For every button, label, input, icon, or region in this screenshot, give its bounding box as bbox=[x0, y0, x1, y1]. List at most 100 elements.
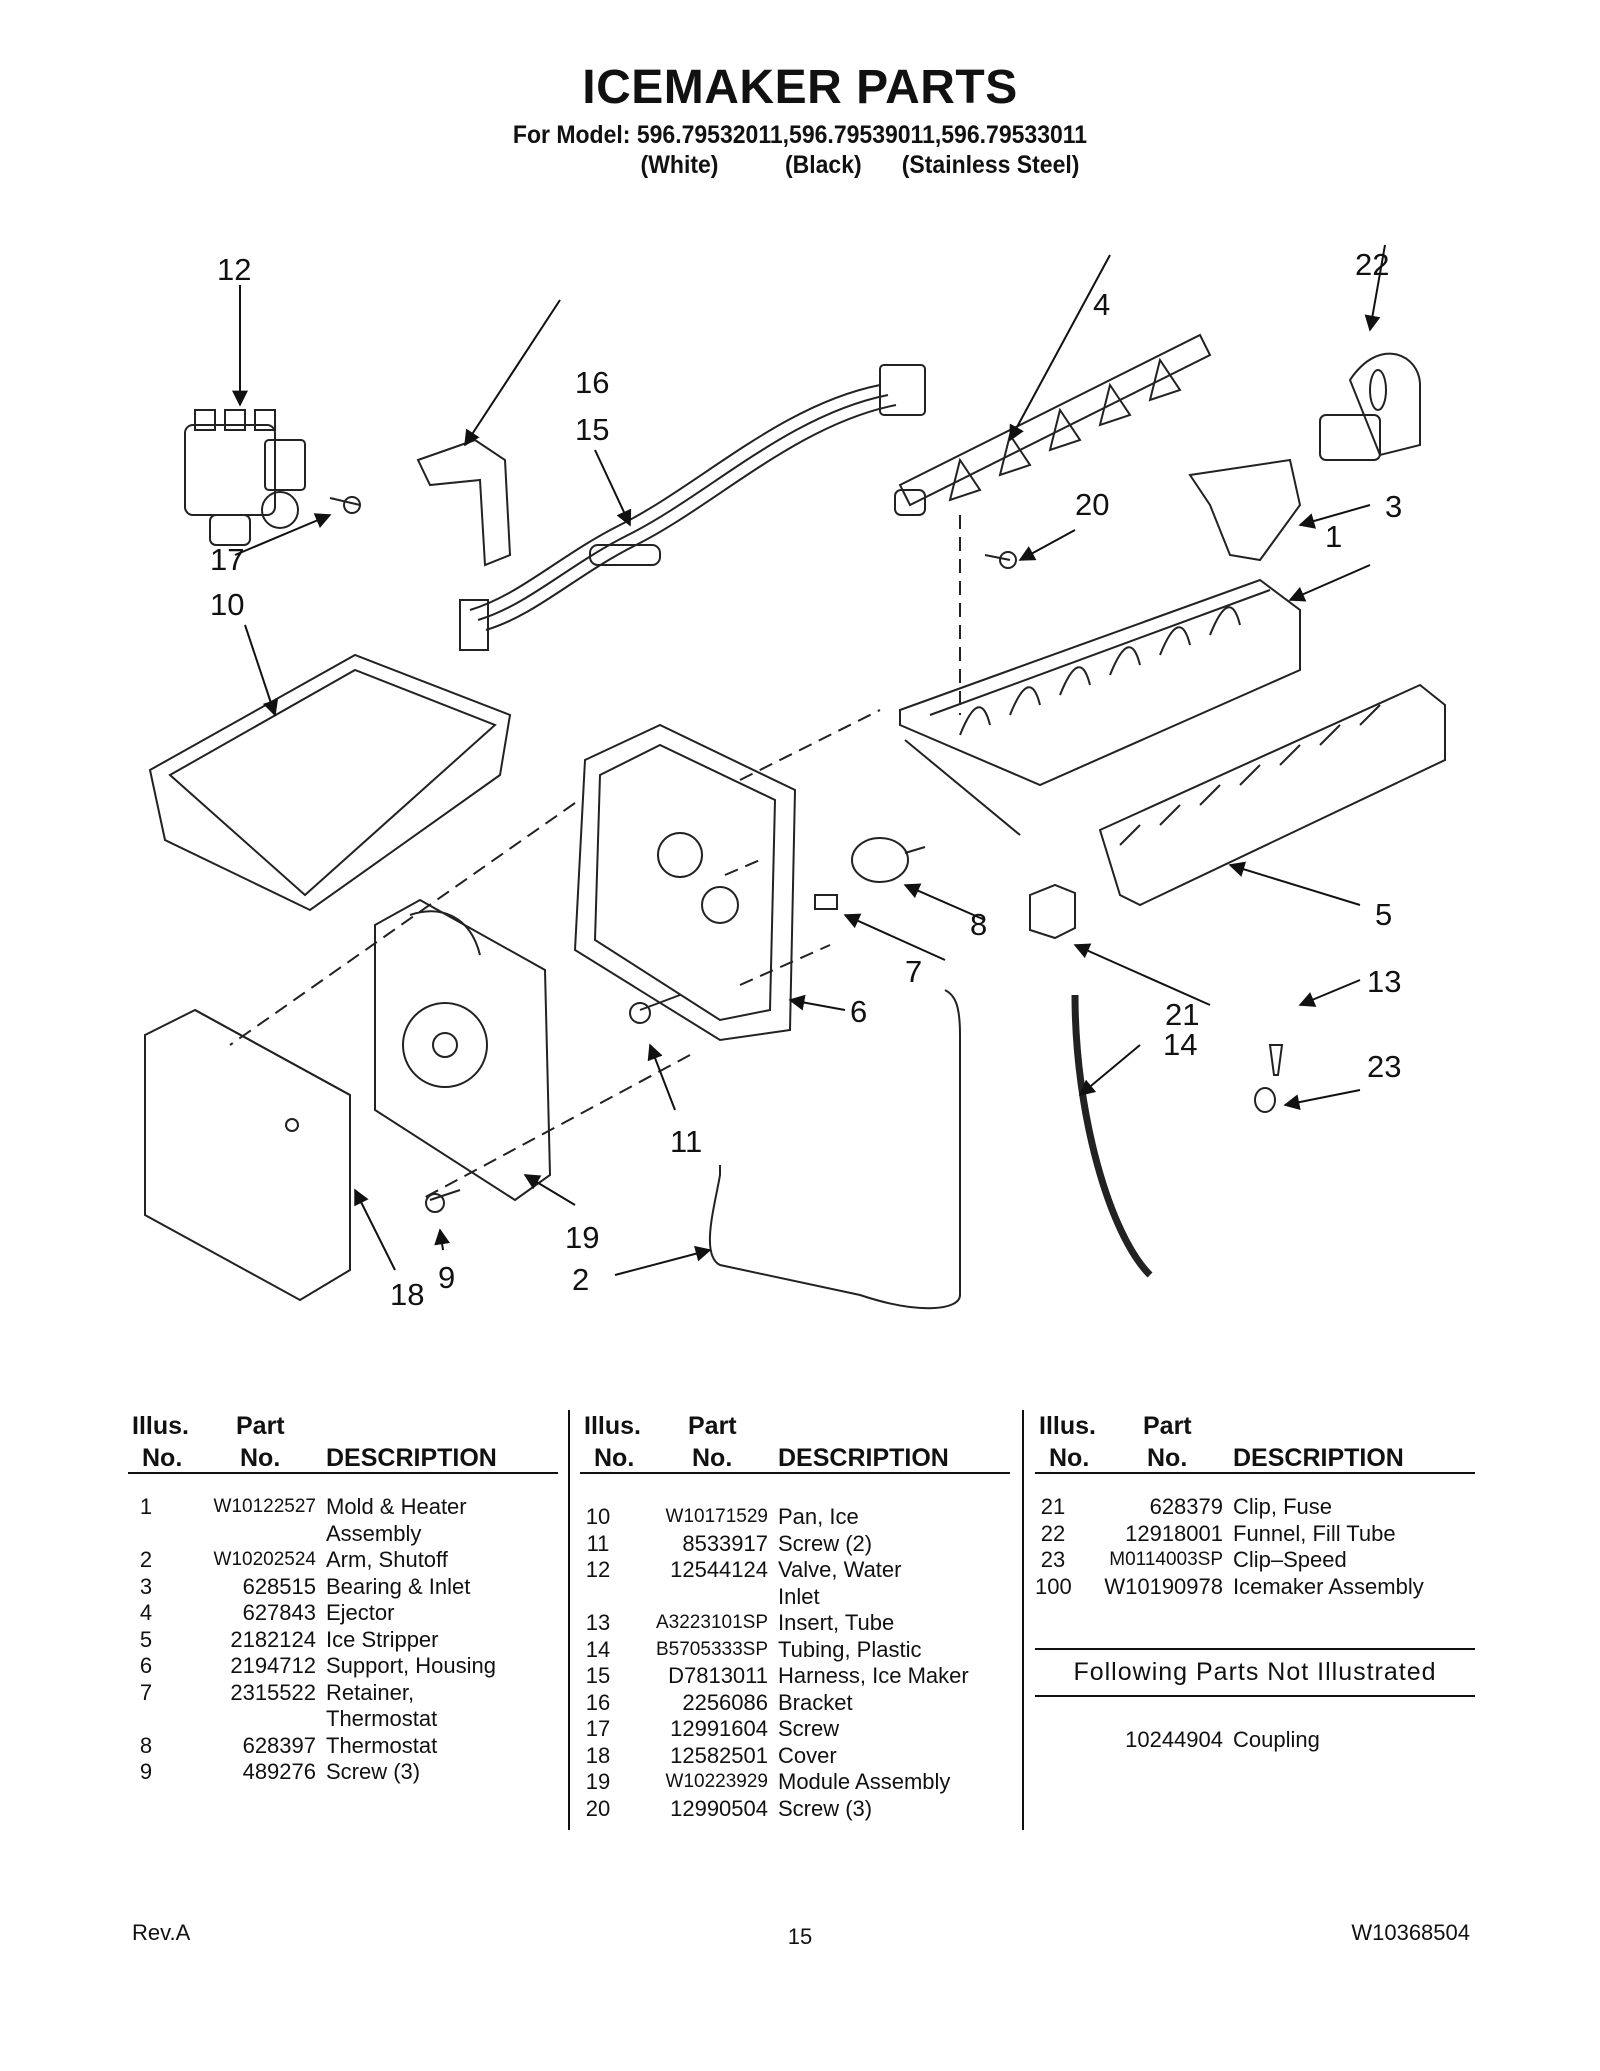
part-no: 10244904 bbox=[1125, 1727, 1223, 1752]
part-no: 628379 bbox=[1149, 1494, 1223, 1519]
callout-5: 5 bbox=[1375, 897, 1392, 932]
header-description: DESCRIPTION bbox=[326, 1444, 497, 1472]
part-desc: Valve, Water bbox=[778, 1557, 902, 1582]
part-desc: Module Assembly bbox=[778, 1769, 951, 1794]
illus-no: 20 bbox=[585, 1795, 611, 1821]
callout-14: 14 bbox=[1163, 1027, 1197, 1062]
illus-no: 13 bbox=[585, 1610, 611, 1635]
part-row-continued: Thermostat bbox=[128, 1706, 558, 1733]
part-desc: Coupling bbox=[1233, 1727, 1320, 1752]
illus-no: 11 bbox=[586, 1530, 610, 1556]
part-desc: Mold & Heater bbox=[326, 1494, 467, 1519]
part-desc: Insert, Tube bbox=[778, 1610, 895, 1635]
alignment-lines bbox=[229, 515, 961, 1201]
header-illus-no: No. bbox=[142, 1444, 183, 1472]
callout-22: 22 bbox=[1355, 247, 1389, 282]
part-no: 12991604 bbox=[670, 1716, 768, 1741]
not-illustrated-row: 10244904 Coupling bbox=[1035, 1727, 1475, 1755]
part-desc: Ice Stripper bbox=[326, 1626, 439, 1652]
part-desc: Cover bbox=[778, 1742, 837, 1768]
illus-no: 5 bbox=[139, 1626, 153, 1652]
module-assembly-drawing bbox=[374, 898, 552, 1202]
callout-23: 23 bbox=[1367, 1049, 1401, 1084]
part-desc: Inlet bbox=[778, 1583, 820, 1609]
illus-no: 16 bbox=[585, 1689, 611, 1715]
part-desc: Funnel, Fill Tube bbox=[1233, 1520, 1396, 1546]
callout-19: 19 bbox=[565, 1220, 599, 1255]
part-no: 12582501 bbox=[670, 1742, 768, 1768]
callout-15: 15 bbox=[575, 412, 609, 447]
part-no: 2256086 bbox=[682, 1689, 768, 1715]
part-desc: Screw (2) bbox=[778, 1530, 873, 1556]
model-line: For Model: 596.79532011,596.79539011,596… bbox=[512, 121, 1088, 149]
insert-tube-drawing bbox=[1268, 1044, 1284, 1076]
part-desc: Clip–Speed bbox=[1233, 1547, 1347, 1572]
part-desc: Assembly bbox=[326, 1520, 422, 1546]
illus-no: 3 bbox=[139, 1573, 153, 1599]
color-stainless: (Stainless Steel) bbox=[901, 151, 1080, 179]
callout-10: 10 bbox=[210, 587, 244, 622]
retainer-drawing bbox=[814, 894, 838, 910]
part-no: W10223929 bbox=[665, 1771, 768, 1792]
column-3-header: Illus. No. Part No. DESCRIPTION bbox=[1035, 1410, 1475, 1474]
part-desc: Harness, Ice Maker bbox=[778, 1663, 969, 1688]
column-divider-1 bbox=[568, 1410, 570, 1830]
header-illus-no: No. bbox=[594, 1444, 635, 1472]
callout-7: 7 bbox=[905, 954, 922, 989]
part-no: 2315522 bbox=[230, 1679, 316, 1705]
header-description: DESCRIPTION bbox=[778, 1444, 949, 1472]
callout-8: 8 bbox=[970, 907, 987, 942]
header-illus-no: No. bbox=[1049, 1444, 1090, 1472]
part-no: W10202524 bbox=[213, 1549, 316, 1570]
part-no: W10190978 bbox=[1104, 1573, 1223, 1599]
header-part-no: No. bbox=[240, 1444, 281, 1472]
fuse-clip-drawing bbox=[1029, 883, 1076, 940]
illus-no: 6 bbox=[139, 1653, 153, 1678]
part-row: 19 W10223929 Module Assembly bbox=[580, 1769, 1010, 1796]
illus-no: 1 bbox=[139, 1494, 153, 1519]
illus-no: 19 bbox=[585, 1769, 611, 1794]
funnel-drawing bbox=[1319, 352, 1421, 461]
callout-3: 3 bbox=[1385, 489, 1402, 524]
header-part-no: No. bbox=[1147, 1444, 1188, 1472]
header-part: Part bbox=[1143, 1412, 1192, 1440]
callout-16: 16 bbox=[575, 365, 609, 400]
screw-9-drawing bbox=[425, 1189, 461, 1213]
color-black: (Black) bbox=[784, 151, 862, 179]
thermostat-drawing bbox=[851, 837, 926, 883]
callout-21: 21 bbox=[1165, 997, 1199, 1032]
part-row: 13 A3223101SP Insert, Tube bbox=[580, 1610, 1010, 1637]
cover-drawing bbox=[144, 1008, 351, 1302]
part-desc: Screw (3) bbox=[778, 1795, 873, 1821]
ice-pan-drawing bbox=[148, 653, 512, 912]
part-desc: Bearing & Inlet bbox=[326, 1573, 471, 1599]
part-row-continued: Inlet bbox=[580, 1584, 1010, 1611]
part-no: A3223101SP bbox=[656, 1612, 768, 1633]
part-desc: Icemaker Assembly bbox=[1233, 1573, 1424, 1599]
illus-no: 9 bbox=[139, 1759, 153, 1784]
part-no: 12544124 bbox=[670, 1557, 768, 1582]
illus-no: 22 bbox=[1040, 1520, 1066, 1546]
mold-heater-drawing bbox=[899, 578, 1301, 836]
illus-no: 7 bbox=[139, 1679, 153, 1705]
part-no: 2194712 bbox=[230, 1653, 316, 1678]
ejector-drawing bbox=[894, 333, 1212, 516]
illus-no: 10 bbox=[585, 1504, 611, 1529]
illus-no: 12 bbox=[585, 1557, 611, 1582]
header-part-no: No. bbox=[692, 1444, 733, 1472]
callout-20: 20 bbox=[1075, 487, 1109, 522]
